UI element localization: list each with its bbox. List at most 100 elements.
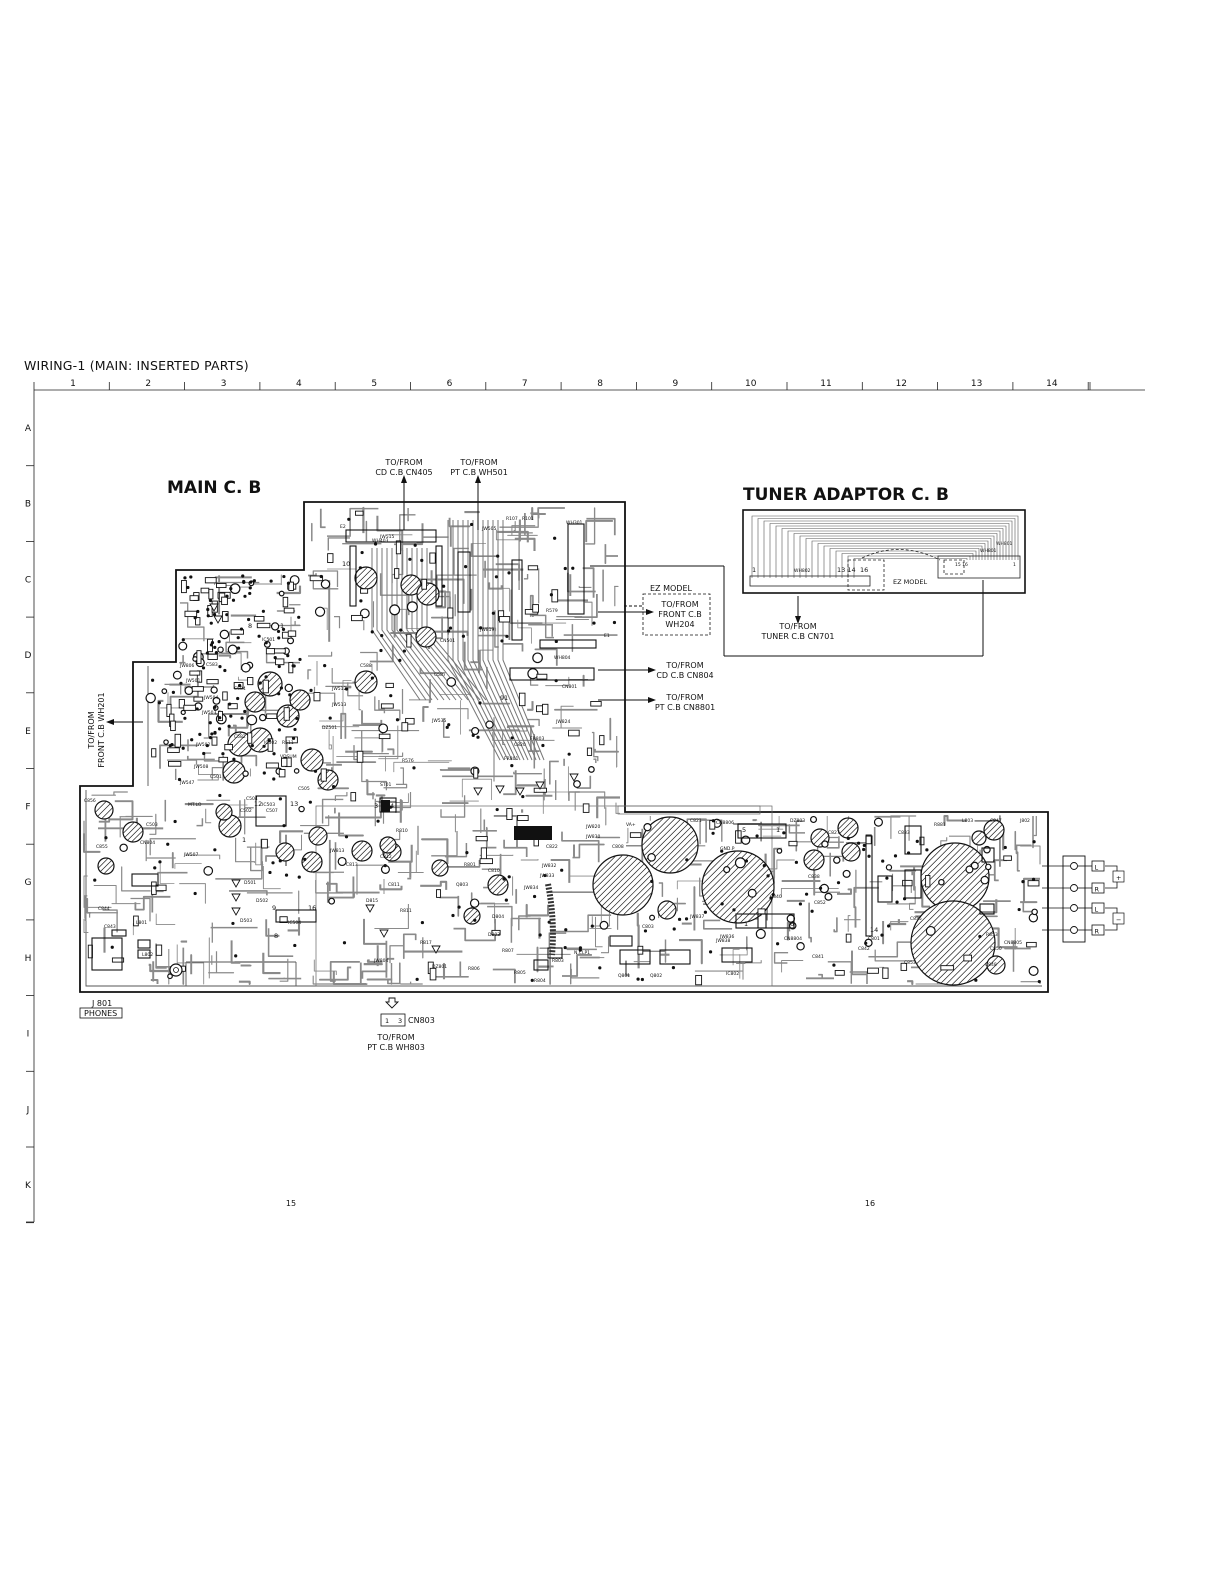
part-label: D501 [244,880,256,886]
part-label: JW813 [329,848,345,854]
arrow-heads [106,475,801,725]
grid-column-label: 5 [371,379,377,389]
part-label: C855 [96,844,108,850]
part-label: FR803 [530,736,544,742]
grid-column-label: 12 [896,379,907,389]
part-label: WH801 [980,548,997,554]
part-label: C852 [814,900,826,906]
svg-text:TO/FROM: TO/FROM [665,693,703,702]
pin-label: 5 [742,826,746,834]
grid-column-label: 3 [221,379,227,389]
part-label: C835 [910,916,922,922]
part-label: C833 [898,830,910,836]
part-label: WH301 [566,520,583,526]
part-label: E2 [340,524,346,530]
part-label: IC802 [726,971,739,977]
components [87,510,1041,986]
grid-column-label: 1 [70,379,76,389]
part-label: R803 [552,958,564,964]
pin-label: 1 [242,836,246,844]
tuner-board-title: TUNER ADAPTOR C. B [743,485,949,505]
part-label: CN804 [140,840,155,846]
part-label: CN8806 [716,820,734,826]
svg-text:TO/FROM: TO/FROM [376,1033,414,1042]
part-label: JW502 [195,742,211,748]
part-label: WH804 [554,655,571,661]
part-label: R811 [400,908,412,914]
grid-column-label: 10 [745,379,757,389]
part-label: VA+ [626,822,636,828]
svg-text:CN803: CN803 [408,1016,435,1025]
connector-cd-cn405: TO/FROM CD C.B CN405 [375,458,432,477]
part-label: ST01 [380,782,391,788]
part-label: R579 [546,608,558,614]
pin-label: 1 [1013,562,1016,568]
cn803-arrow [384,997,400,1009]
grid-column-label: 7 [522,379,528,389]
part-label: CN801 [562,684,577,690]
part-label: C803 [642,924,654,930]
part-label: JW834 [523,885,539,891]
part-label: E1 [604,633,610,639]
part-label: D803 [488,932,500,938]
part-label: JW501 [185,678,201,684]
part-label: C501 [210,774,222,780]
grid-row-label: A [25,424,32,434]
part-label: C583 [206,662,218,668]
svg-text:PHONES: PHONES [84,1009,117,1018]
grid-row-label: H [25,954,32,964]
svg-text:PT C.B CN8801: PT C.B CN8801 [655,703,715,712]
part-label: R810 [396,828,408,834]
speaker-terminal [1070,884,1078,892]
part-label: R807 [502,948,514,954]
part-label: C841 [812,954,824,960]
minus-symbol: − [1116,916,1121,924]
part-label: JW830 [585,834,601,840]
part-label: C821 [690,818,702,824]
part-label: JW508 [193,764,209,770]
part-label: R806 [468,966,480,972]
part-label: JW547 [179,780,195,786]
part-label: IC502 [264,740,277,746]
channel-box [1091,902,1105,914]
part-label: C840 [770,894,782,900]
terminal-block [1062,855,1086,943]
part-label: Q802 [650,973,662,979]
tuner-board-outline [742,509,1026,594]
part-label: C502 [240,808,252,814]
part-label: C584 [234,686,246,692]
part-label: R853 [986,932,998,938]
svg-text:PT C.B WH803: PT C.B WH803 [367,1043,425,1052]
part-label: DZ801 [432,964,447,970]
svg-text:TO/FROM: TO/FROM [384,458,422,467]
speaker-terminal [1070,904,1078,912]
part-label: R801 [464,862,476,868]
part-label: C853 [904,960,916,966]
signal-arrows [112,481,984,723]
part-label: JW513 [331,702,347,708]
cn803-box [380,1013,406,1027]
ez-model-box-right [943,559,965,575]
grid-column-label: 4 [296,379,302,389]
part-label: C838 [808,874,820,880]
pin-label: 1 [776,826,780,834]
part-label: L802 [142,952,153,958]
part-label: JW833 [539,873,555,879]
pin-label: 8 [248,622,252,630]
pin-label: 1 [504,694,508,702]
pin-label: 15 16 [955,562,968,568]
ez-model-box-main [642,593,711,636]
grid-row-label: F [25,803,30,813]
part-label: C856 [84,798,96,804]
part-label: JW512 [331,686,347,692]
grid-row-label: J [26,1105,30,1115]
part-label: C505 [298,786,310,792]
svg-text:PT C.B WH501: PT C.B WH501 [450,468,508,477]
ez-model-main-label: EZ MODEL [650,584,692,593]
part-label: J802 [1019,818,1030,824]
part-label: C820 [514,742,526,748]
svg-text:TO/FROM: TO/FROM [87,711,96,749]
page-number-left: 15 [286,1199,296,1208]
part-label: JW503 [201,710,217,716]
